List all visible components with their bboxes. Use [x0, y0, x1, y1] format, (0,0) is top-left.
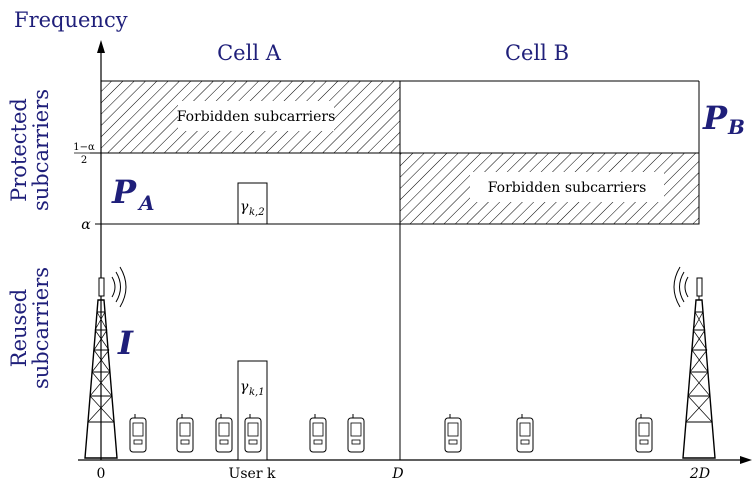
mobile-phone-icon	[176, 413, 194, 453]
distance-axis-arrow	[740, 456, 752, 464]
svg-text:k,2: k,2	[249, 207, 265, 218]
cell-a-title: Cell A	[217, 41, 282, 65]
forbidden-label-box-a	[178, 101, 334, 131]
x-tick-d: D	[391, 466, 403, 482]
gamma-k2-label: γ k,2	[240, 199, 265, 218]
reused-subcarriers-label: Reused subcarriers	[7, 267, 53, 389]
protected-subcarriers-label: Protected subcarriers	[7, 89, 53, 211]
x-tick-user-k: User k	[229, 466, 276, 482]
mobile-phone-icon	[129, 413, 147, 453]
mobile-phone-icon-user-k	[244, 413, 262, 453]
svg-text:Protected: Protected	[7, 98, 31, 202]
svg-text:2: 2	[81, 155, 87, 166]
x-tick-origin: 0	[97, 466, 106, 482]
tick-alpha: α	[81, 217, 91, 233]
svg-text:Reused: Reused	[7, 289, 31, 367]
mobile-phone-icon	[444, 413, 462, 453]
forbidden-label-cell-b: Forbidden subcarriers	[488, 180, 647, 196]
svg-text:k,1: k,1	[249, 387, 265, 398]
set-label-p-b: P B	[702, 99, 745, 139]
svg-text:A: A	[137, 191, 155, 215]
cell-tower-icon-right	[682, 277, 716, 459]
radio-waves-icon-left	[111, 266, 127, 308]
radio-waves-icon-right	[673, 266, 689, 308]
x-tick-2d: 2D	[689, 466, 710, 482]
set-label-i: I	[117, 324, 134, 362]
svg-text:subcarriers: subcarriers	[29, 267, 53, 389]
frequency-axis-arrow	[97, 40, 105, 53]
mobile-phone-icon	[635, 413, 653, 453]
mobile-phone-icon	[516, 413, 534, 453]
gamma-k1-label: γ k,1	[240, 379, 265, 398]
cell-b-title: Cell B	[505, 41, 569, 65]
forbidden-label-box-b	[470, 172, 664, 202]
cell-tower-icon-left	[84, 277, 118, 459]
set-label-p-a: P A	[111, 173, 155, 215]
gamma-k2-block	[237, 182, 268, 225]
svg-text:γ: γ	[240, 199, 249, 215]
mobile-phone-icon	[309, 413, 327, 453]
frequency-axis-title: Frequency	[14, 8, 128, 32]
svg-text:B: B	[727, 115, 745, 139]
forbidden-label-cell-a: Forbidden subcarriers	[177, 109, 336, 125]
tick-one-minus-alpha-over-two: 1−α 2	[73, 142, 95, 166]
mobile-phone-icon	[347, 413, 365, 453]
svg-text:P: P	[111, 173, 137, 211]
svg-text:subcarriers: subcarriers	[29, 89, 53, 211]
mobile-phone-icon	[215, 413, 233, 453]
svg-text:P: P	[702, 99, 728, 137]
svg-text:1−α: 1−α	[73, 142, 95, 153]
svg-text:γ: γ	[240, 379, 249, 395]
